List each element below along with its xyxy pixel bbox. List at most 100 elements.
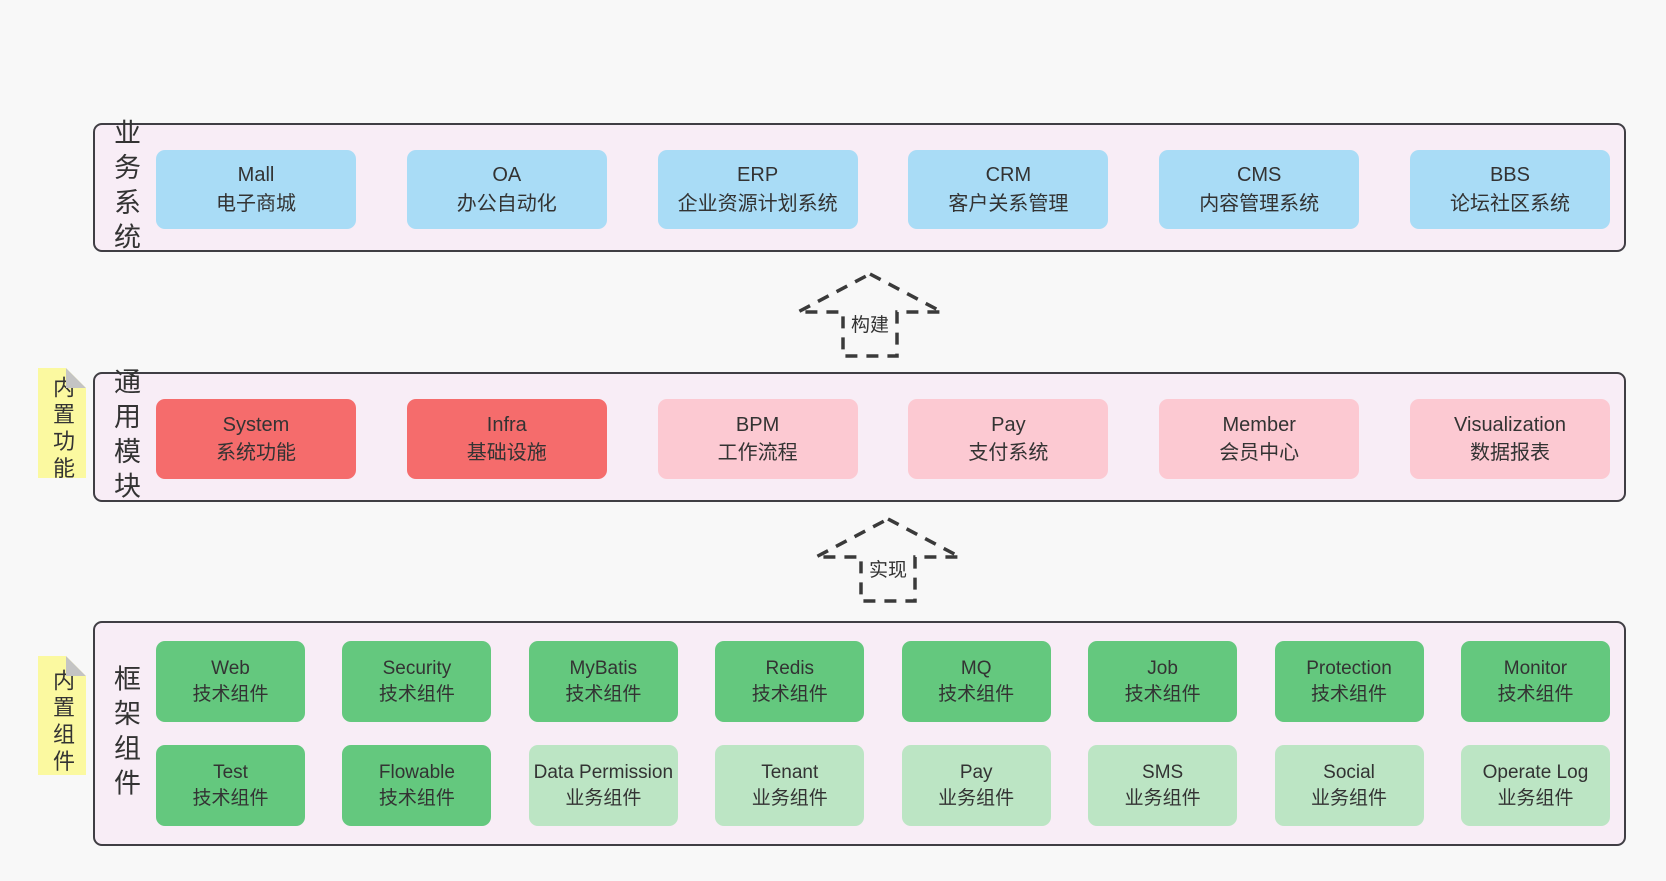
box-sms: SMS 业务组件: [1088, 745, 1238, 826]
box-title: BPM: [735, 413, 780, 436]
layer-common-modules: 通用模块 System 系统功能 Infra 基础设施 BPM 工作流程 Pay…: [93, 368, 1626, 506]
box-title: Security: [382, 657, 452, 679]
box-subtitle: 技术组件: [938, 683, 1015, 705]
box-flowable: Flowable 技术组件: [342, 745, 492, 826]
box-subtitle: 论坛社区系统: [1449, 192, 1570, 215]
sticky-label: 内置组件: [50, 668, 75, 777]
box-monitor: Monitor 技术组件: [1460, 641, 1610, 722]
modules-box-row: System 系统功能 Infra 基础设施 BPM 工作流程 Pay 支付系统…: [156, 399, 1610, 479]
components-box-row-2: Test 技术组件 Flowable 技术组件 Data Permission …: [156, 745, 1610, 826]
box-infra: Infra 基础设施: [406, 399, 607, 479]
box-mq: MQ 技术组件: [901, 641, 1051, 722]
box-subtitle: 技术组件: [751, 683, 828, 705]
box-subtitle: 客户关系管理: [948, 192, 1069, 215]
box-oa: OA 办公自动化: [406, 150, 607, 229]
box-title: BBS: [1489, 164, 1530, 187]
box-subtitle: 技术组件: [192, 787, 269, 809]
build-arrow: 构建: [795, 270, 945, 360]
box-title: CRM: [985, 164, 1032, 187]
box-job: Job 技术组件: [1088, 641, 1238, 722]
box-subtitle: 会员中心: [1219, 442, 1300, 464]
implement-arrow: 实现: [813, 515, 963, 605]
box-tenant: Tenant 业务组件: [715, 745, 865, 826]
box-subtitle: 内容管理系统: [1199, 192, 1320, 215]
box-title: SMS: [1142, 761, 1184, 783]
box-subtitle: 业务组件: [565, 787, 642, 809]
box-redis: Redis 技术组件: [715, 641, 865, 722]
box-title: Operate Log: [1482, 761, 1589, 783]
box-title: Pay: [959, 761, 993, 783]
box-bbs: BBS 论坛社区系统: [1409, 150, 1610, 229]
box-title: ERP: [737, 164, 779, 187]
box-title: Mall: [237, 164, 275, 187]
box-title: Pay: [991, 413, 1026, 436]
box-subtitle: 技术组件: [192, 683, 269, 705]
box-subtitle: 工作流程: [717, 442, 798, 464]
box-subtitle: 业务组件: [751, 787, 828, 809]
box-data-permission: Data Permission 业务组件: [528, 745, 678, 826]
up-arrow-icon: [797, 272, 943, 358]
box-test: Test 技术组件: [156, 745, 305, 826]
layer-business-systems: 业务系统 Mall 电子商城 OA 办公自动化 ERP 企业资源计划系统 CRM…: [93, 118, 1626, 257]
components-box-row-1: Web 技术组件 Security 技术组件 MyBatis 技术组件 Redi…: [156, 641, 1610, 722]
layer-framework-components: 框架组件 Web 技术组件 Security 技术组件 MyBatis 技术组件…: [93, 621, 1626, 846]
box-operate-log: Operate Log 业务组件: [1460, 745, 1610, 826]
box-bpm: BPM 工作流程: [657, 399, 858, 479]
box-subtitle: 技术组件: [1311, 683, 1388, 705]
box-subtitle: 基础设施: [466, 442, 547, 464]
box-title: Redis: [765, 657, 815, 679]
layer-label-components: 框架组件: [110, 664, 140, 803]
box-subtitle: 业务组件: [938, 787, 1015, 809]
box-subtitle: 业务组件: [1497, 787, 1574, 809]
box-title: Job: [1147, 657, 1178, 679]
box-title: Monitor: [1503, 657, 1568, 679]
sticky-built-in-components: 内置组件: [38, 656, 86, 775]
up-arrow-icon: [815, 517, 961, 603]
box-subtitle: 技术组件: [378, 683, 455, 705]
box-title: Visualization: [1454, 413, 1566, 436]
box-subtitle: 技术组件: [1497, 683, 1574, 705]
box-mall: Mall 电子商城: [156, 150, 356, 229]
box-subtitle: 企业资源计划系统: [677, 192, 838, 215]
business-box-row: Mall 电子商城 OA 办公自动化 ERP 企业资源计划系统 CRM 客户关系…: [156, 150, 1610, 229]
box-member: Member 会员中心: [1159, 399, 1360, 479]
box-visualization: Visualization 数据报表: [1409, 399, 1610, 479]
box-subtitle: 技术组件: [565, 683, 642, 705]
implement-arrow-label: 实现: [865, 555, 911, 582]
box-title: Social: [1323, 761, 1375, 783]
box-subtitle: 系统功能: [216, 442, 296, 464]
box-title: Data Permission: [533, 761, 674, 783]
box-subtitle: 技术组件: [378, 787, 455, 809]
box-social: Social 业务组件: [1274, 745, 1424, 826]
box-subtitle: 技术组件: [1124, 683, 1201, 705]
box-cms: CMS 内容管理系统: [1159, 150, 1360, 229]
build-arrow-label: 构建: [847, 310, 893, 337]
box-title: OA: [492, 164, 522, 187]
box-security: Security 技术组件: [342, 641, 492, 722]
box-subtitle: 业务组件: [1124, 787, 1201, 809]
sticky-label: 内置功能: [50, 376, 75, 484]
sticky-built-in-features: 内置功能: [38, 368, 86, 478]
box-subtitle: 电子商城: [216, 192, 296, 215]
box-subtitle: 支付系统: [968, 442, 1049, 464]
box-title: Member: [1222, 413, 1296, 436]
box-title: CMS: [1236, 164, 1282, 187]
box-subtitle: 数据报表: [1469, 442, 1550, 464]
layer-label-modules: 通用模块: [110, 367, 140, 507]
box-subtitle: 办公自动化: [456, 192, 557, 215]
box-pay-module: Pay 支付系统: [908, 399, 1109, 479]
box-protection: Protection 技术组件: [1274, 641, 1424, 722]
box-title: Protection: [1306, 657, 1392, 679]
box-title: Infra: [486, 413, 527, 436]
box-title: Tenant: [761, 761, 819, 783]
box-title: Web: [211, 657, 250, 679]
box-crm: CRM 客户关系管理: [908, 150, 1109, 229]
box-title: Flowable: [378, 761, 455, 783]
box-system: System 系统功能: [156, 399, 356, 479]
box-web: Web 技术组件: [156, 641, 305, 722]
box-erp: ERP 企业资源计划系统: [657, 150, 858, 229]
layer-label-business: 业务系统: [110, 118, 140, 257]
box-title: MQ: [960, 657, 992, 679]
box-pay-component: Pay 业务组件: [901, 745, 1051, 826]
